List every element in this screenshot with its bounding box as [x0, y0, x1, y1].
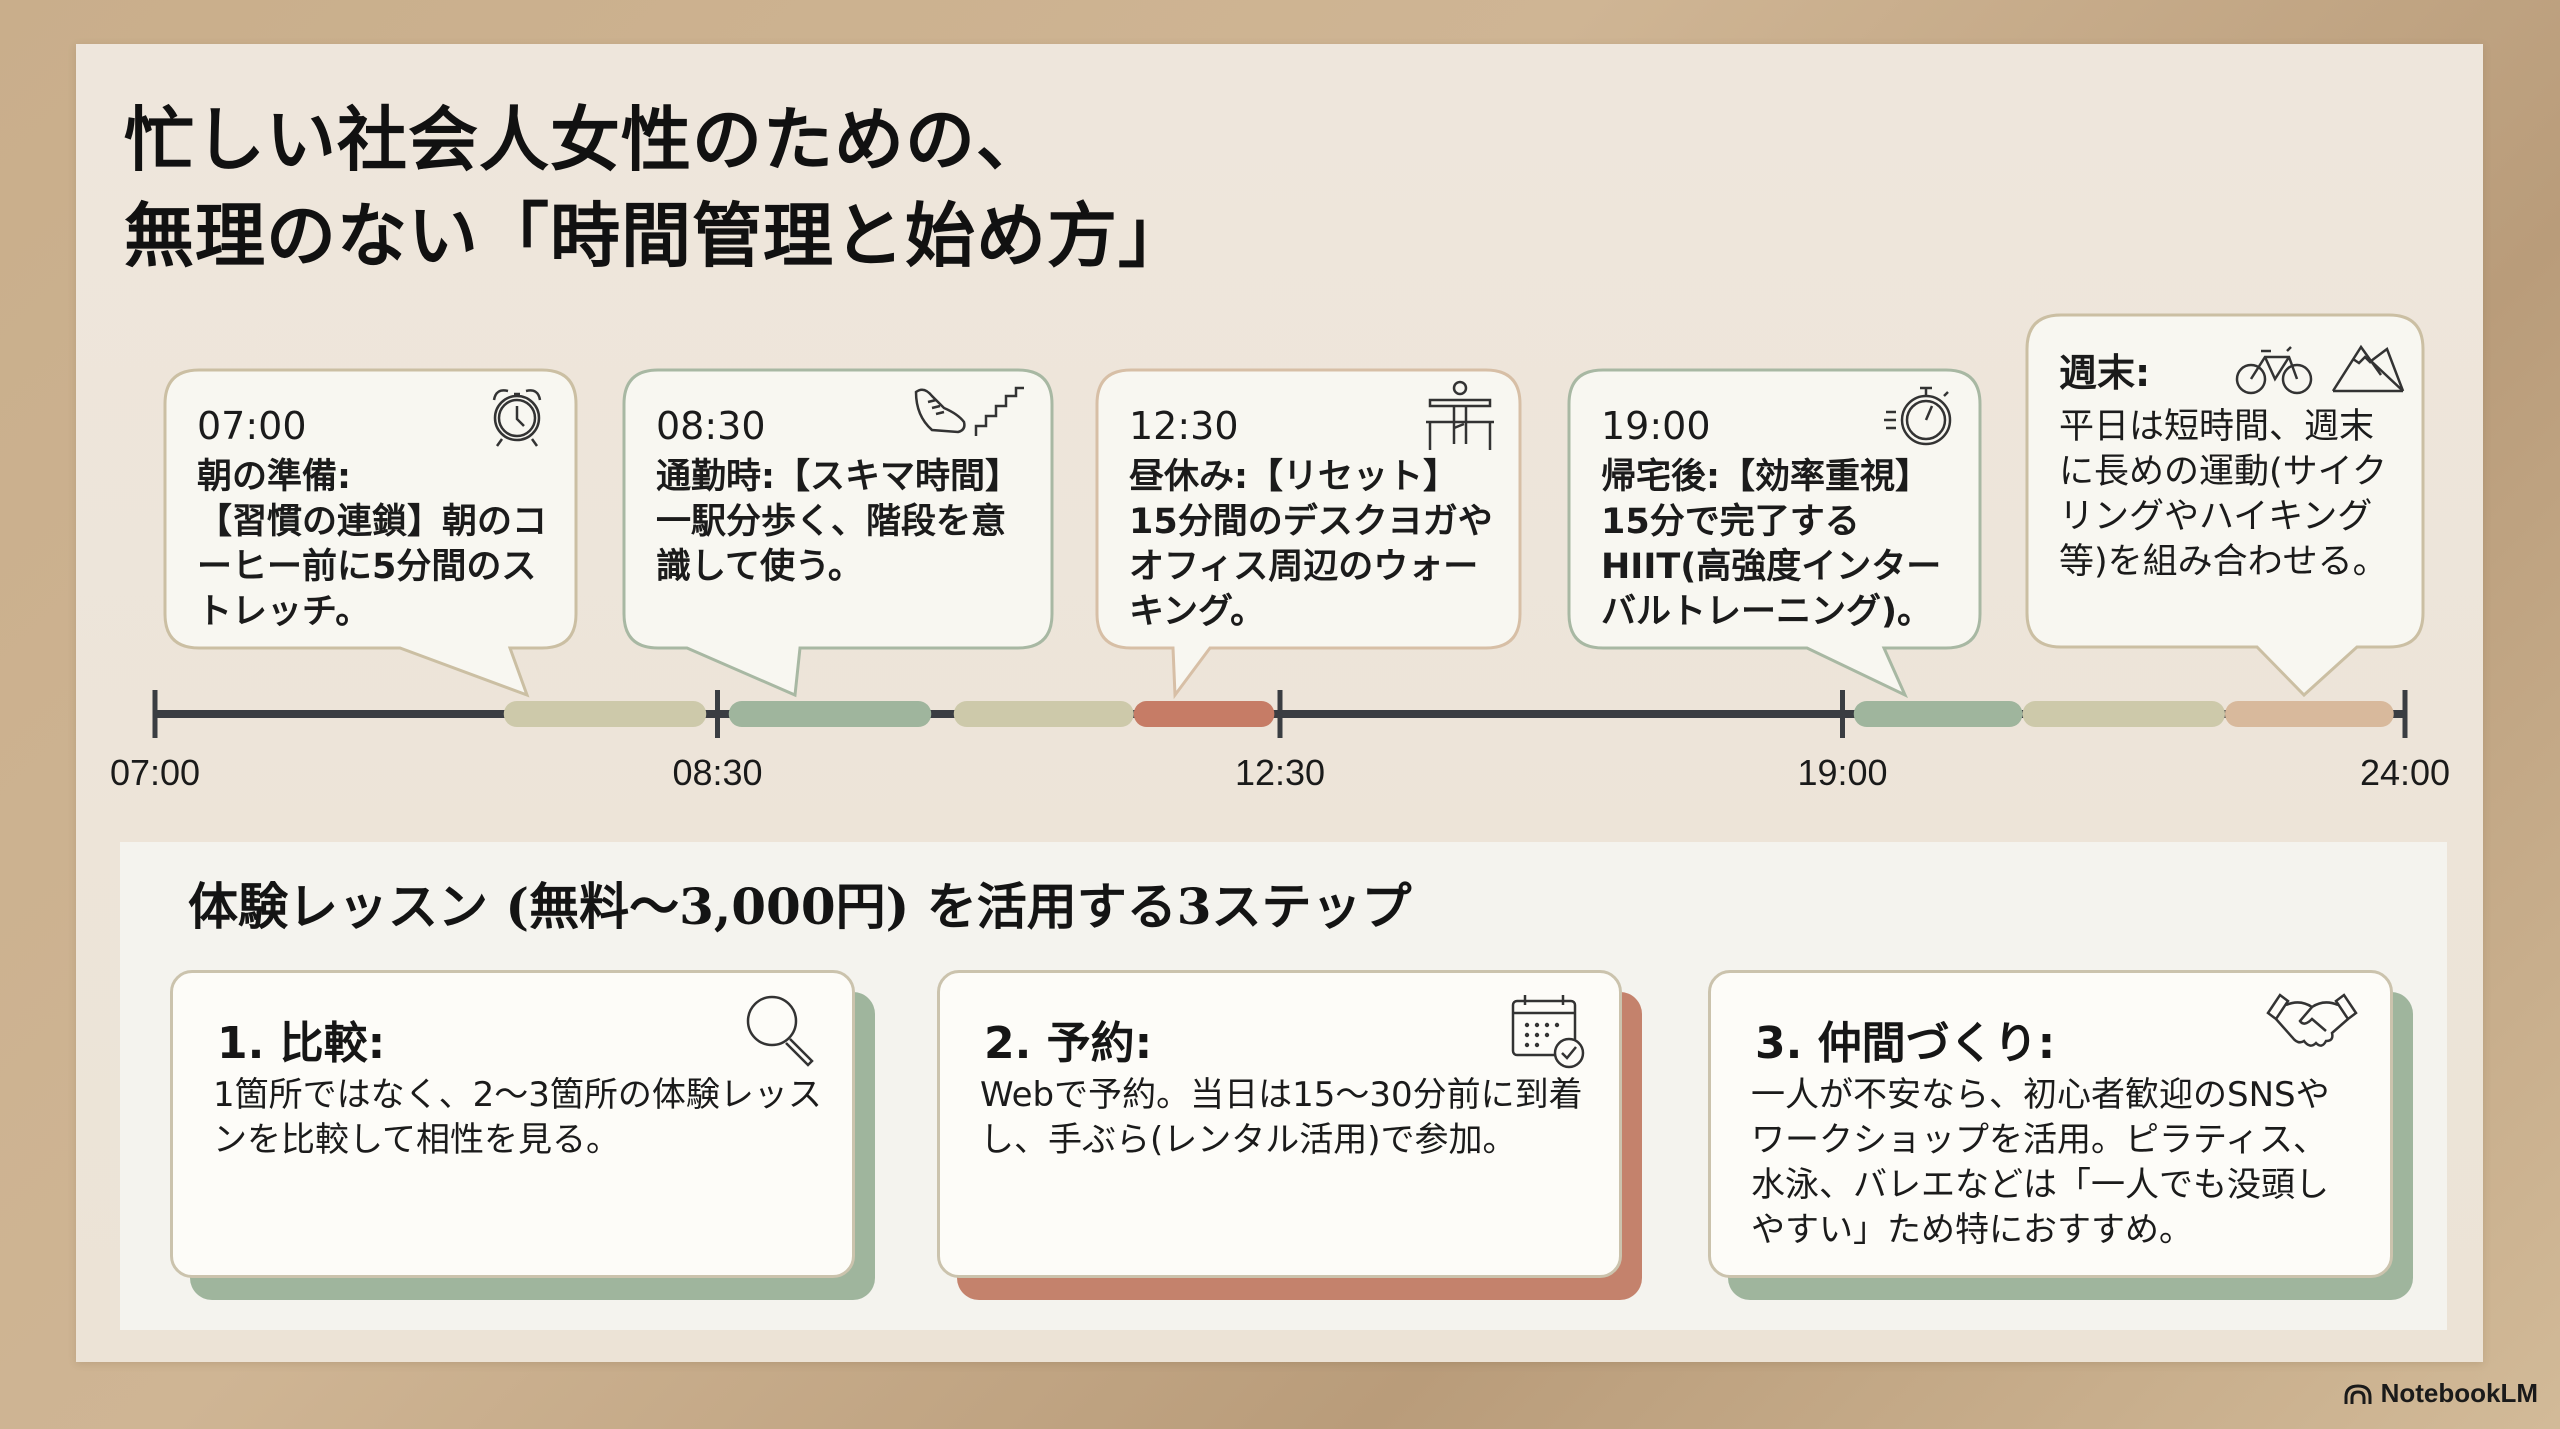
step-card-compare: 1. 比較: 1箇所ではなく、2〜3箇所の体験レッスンを比較して相性を見る。: [170, 970, 875, 1300]
step-text: 1箇所ではなく、2〜3箇所の体験レッスンを比較して相性を見る。: [213, 1075, 822, 1160]
bubble-label: 朝の準備:: [197, 457, 351, 497]
timeline-tick-label: 08:30: [672, 752, 763, 793]
timeline-segments: [503, 701, 2394, 727]
bubble-label: 昼休み:: [1129, 457, 1248, 497]
timeline-segment-peach: [2225, 701, 2394, 727]
timeline-segment-olive: [953, 701, 1134, 727]
bubble-shape: [1095, 368, 1522, 700]
card-body: 1. 比較: 1箇所ではなく、2〜3箇所の体験レッスンを比較して相性を見る。: [170, 970, 855, 1278]
step-title: 3. 仲間づくり:: [1755, 1018, 2056, 1069]
step-title: 2. 予約:: [984, 1018, 1153, 1069]
schedule-bubble-commute: 08:30 通勤時:【スキマ時間】一駅分歩く、階段を意識して使う。: [622, 368, 1054, 698]
brand-name: NotebookLM: [2380, 1378, 2538, 1408]
bubble-shape: [622, 368, 1054, 698]
schedule-bubble-morning: 07:00 朝の準備: 【習慣の連鎖】朝のコーヒー前に5分間のストレッチ。: [163, 368, 578, 698]
step-text: Webで予約。当日は15〜30分前に到着し、手ぶら(レンタル活用)で参加。: [980, 1075, 1583, 1160]
bicycle-mountain-icon: [2235, 344, 2405, 395]
timeline-segment-sage: [728, 701, 932, 727]
schedule-bubble-evening: 19:00 帰宅後:【効率重視】15分で完了するHIIT(高強度インターバルトレ…: [1567, 368, 1982, 699]
calendar-check-icon: [1511, 995, 1585, 1069]
bubble-text: 【リセット】15分間のデスクヨガやオフィス周辺のウォーキング。: [1129, 457, 1493, 632]
bubble-shape: [1567, 368, 1982, 699]
steps-heading: 体験レッスン (無料〜3,000円) を活用する3ステップ: [188, 877, 1412, 936]
title-line-2: 無理のない「時間管理と始め方」: [124, 194, 1189, 277]
step-title: 1. 比較:: [217, 1018, 386, 1069]
step-text: 一人が不安なら、初心者歓迎のSNSやワークショップを活用。ピラティス、水泳、バレ…: [1751, 1075, 2330, 1250]
stopwatch-icon: [1884, 386, 1952, 446]
timeline-segment-terracotta: [1133, 701, 1275, 727]
magnifier-icon: [746, 995, 814, 1067]
schedule-bubble-lunch: 12:30 昼休み:【リセット】15分間のデスクヨガやオフィス周辺のウォーキング…: [1095, 368, 1522, 700]
timeline-ticks: [152, 690, 2408, 738]
step-card-reserve: 2. 予約: Webで予約。当日は15〜30分前に到着し、手ぶら(レンタル活用)…: [937, 970, 1642, 1300]
notebooklm-logo-icon: [2344, 1383, 2372, 1404]
title-line-1: 忙しい社会人女性のための、: [124, 98, 1047, 181]
bubble-time: 19:00: [1601, 404, 1711, 448]
timeline-segment-olive: [503, 701, 707, 727]
bubble-text: 平日は短時間、週末に長めの運動(サイクリングやハイキング等)を組み合わせる。: [2059, 407, 2388, 582]
desk-yoga-icon: [1426, 380, 1494, 450]
brand-watermark: NotebookLM: [2343, 1378, 2538, 1409]
handshake-icon: [2266, 993, 2358, 1047]
bubble-time: 07:00: [197, 404, 307, 448]
bubble-time: 12:30: [1129, 404, 1239, 448]
schedule-bubble-weekend: 週末: 平日は短時間、週末に長めの運動(サイクリングやハイキング等)を組み合わせ…: [2025, 313, 2425, 699]
bubble-shape: [163, 368, 578, 698]
bubble-time: 08:30: [656, 404, 766, 448]
timeline-tick-label: 19:00: [1797, 752, 1888, 793]
alarm-clock-icon: [492, 389, 542, 447]
timeline-tick-label: 07:00: [109, 752, 201, 793]
timeline-tick-label: 12:30: [1234, 752, 1326, 793]
bubble-text: 【習慣の連鎖】朝のコーヒー前に5分間のストレッチ。: [197, 502, 548, 632]
shoe-stairs-icon: [914, 386, 1024, 436]
bubble-text: 【効率重視】15分で完了するHIIT(高強度インターバルトレーニング)。: [1601, 457, 1942, 632]
card-body: 2. 予約: Webで予約。当日は15〜30分前に到着し、手ぶら(レンタル活用)…: [937, 970, 1622, 1278]
card-body: 3. 仲間づくり: 一人が不安なら、初心者歓迎のSNSやワークショップを活用。ピ…: [1708, 970, 2393, 1278]
bubble-label: 通勤時:: [656, 457, 775, 497]
page-title: 忙しい社会人女性のための、 無理のない「時間管理と始め方」: [124, 92, 1189, 284]
bubble-shape: [2025, 313, 2425, 698]
timeline-segment-olive: [2022, 701, 2225, 727]
bubble-label: 帰宅後:: [1601, 457, 1720, 497]
step-card-community: 3. 仲間づくり: 一人が不安なら、初心者歓迎のSNSやワークショップを活用。ピ…: [1708, 970, 2413, 1300]
bubble-text: 【スキマ時間】一駅分歩く、階段を意識して使う。: [656, 457, 1021, 587]
bubble-label: 週末:: [2059, 351, 2151, 395]
timeline-tick-label: 24:00: [2359, 752, 2451, 793]
timeline-segment-sage: [1853, 701, 2023, 727]
